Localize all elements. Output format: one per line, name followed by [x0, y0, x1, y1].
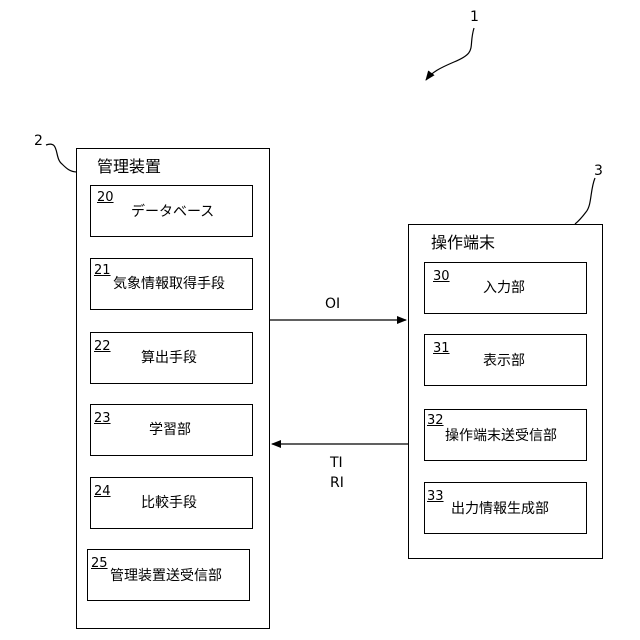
block-label: 算出手段 [141, 351, 197, 365]
block-number: 30 [433, 270, 450, 283]
block-label: 出力情報生成部 [451, 502, 549, 516]
ri-label: RI [330, 476, 344, 490]
block-comparison: 24 比較手段 [90, 477, 253, 529]
block-number: 31 [433, 342, 450, 355]
block-number: 24 [94, 485, 111, 498]
block-weather-acquisition: 21 気象情報取得手段 [90, 258, 253, 310]
system-ref: 1 [470, 10, 479, 24]
block-calculation: 22 算出手段 [90, 332, 253, 384]
terminal-leader-line [575, 178, 595, 224]
block-number: 20 [97, 191, 114, 204]
management-ref: 2 [34, 134, 43, 148]
block-number: 23 [94, 412, 111, 425]
block-label: 学習部 [149, 423, 191, 437]
block-database: 20 データベース [90, 185, 253, 237]
ti-label: TI [330, 456, 343, 470]
terminal-ref: 3 [594, 164, 603, 178]
block-label: データベース [131, 205, 214, 219]
block-management-transceiver: 25 管理装置送受信部 [87, 549, 250, 601]
block-number: 25 [91, 557, 108, 570]
management-title: 管理装置 [97, 159, 161, 175]
block-output-generation: 33 出力情報生成部 [424, 482, 587, 534]
block-label: 管理装置送受信部 [110, 569, 222, 583]
block-label: 操作端末送受信部 [445, 429, 557, 443]
block-label: 比較手段 [141, 496, 197, 510]
system-leader-arrow [426, 28, 474, 80]
block-learning: 23 学習部 [90, 404, 253, 456]
management-leader-line [46, 144, 77, 172]
block-number: 21 [94, 264, 111, 277]
block-input: 30 入力部 [424, 262, 587, 314]
block-terminal-transceiver: 32 操作端末送受信部 [424, 409, 587, 461]
terminal-title: 操作端末 [431, 235, 495, 251]
block-label: 表示部 [483, 354, 525, 368]
block-display: 31 表示部 [424, 334, 587, 386]
block-number: 33 [427, 490, 444, 503]
block-label: 気象情報取得手段 [113, 277, 225, 291]
block-number: 22 [94, 340, 111, 353]
block-number: 32 [427, 414, 444, 427]
oi-label: OI [325, 297, 340, 311]
block-label: 入力部 [483, 281, 525, 295]
